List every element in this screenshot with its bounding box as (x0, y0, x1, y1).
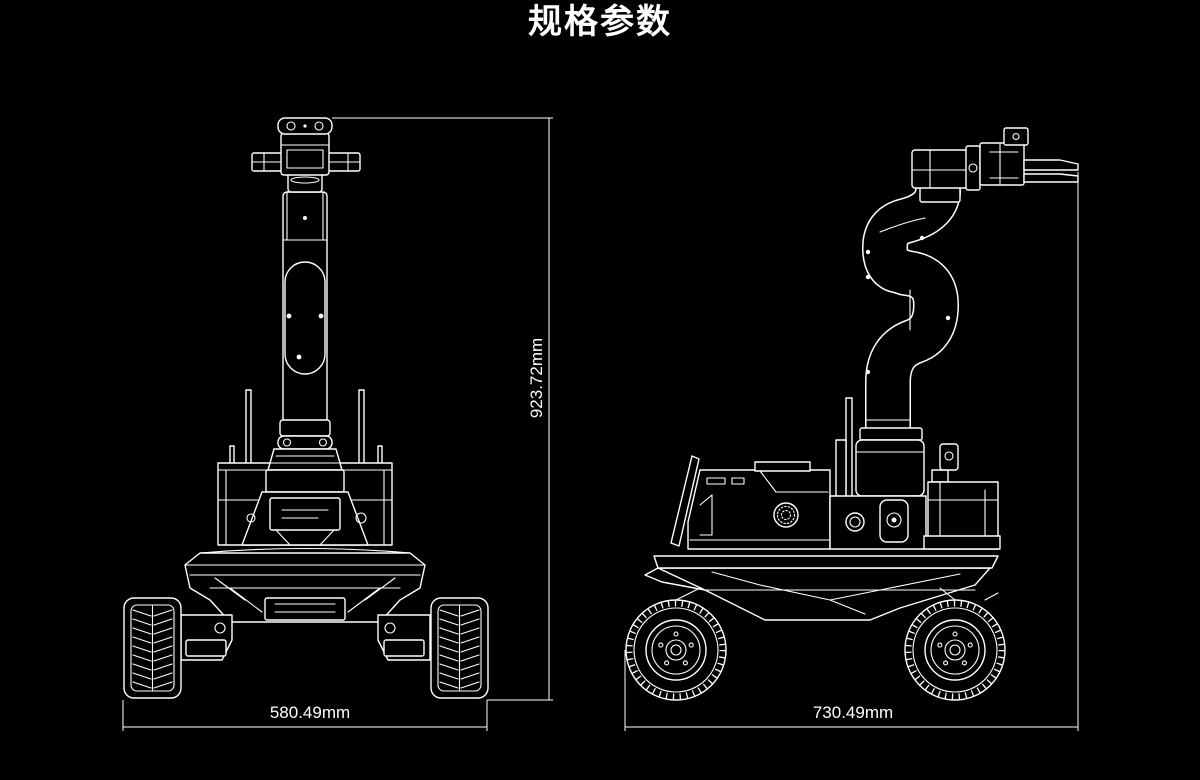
dimension-front-width: 580.49mm (122, 700, 488, 731)
front-electronics (241, 491, 369, 546)
front-head (251, 117, 361, 193)
side-wheel-front (625, 599, 727, 701)
dimension-side-length-label: 730.49mm (813, 703, 893, 722)
dimension-front-width-label: 580.49mm (270, 703, 350, 722)
dimension-front-height-label: 923.72mm (527, 338, 546, 418)
spec-title: 规格参数 (528, 3, 672, 41)
front-wheel-left (123, 597, 182, 699)
side-middle-module (829, 495, 927, 550)
side-arm-base (855, 427, 925, 497)
front-mast-base (265, 419, 345, 493)
side-rear-module (923, 443, 1001, 550)
side-wheel-rear (904, 599, 1006, 701)
dimension-front-height: 923.72mm (332, 117, 553, 701)
side-mast-pole (835, 397, 853, 501)
side-view-drawing (625, 127, 1079, 701)
side-hull (644, 555, 999, 621)
front-view-drawing (123, 117, 489, 699)
dimension-side-length: 730.49mm (624, 172, 1079, 731)
front-suspension (180, 614, 431, 661)
side-arm (862, 169, 961, 455)
front-mast (282, 191, 328, 425)
side-gripper-camera (1003, 127, 1029, 146)
side-wrist (911, 145, 981, 203)
front-wheel-right (430, 597, 489, 699)
side-body (670, 455, 831, 550)
side-gripper (979, 127, 1079, 186)
front-chassis (184, 547, 426, 623)
